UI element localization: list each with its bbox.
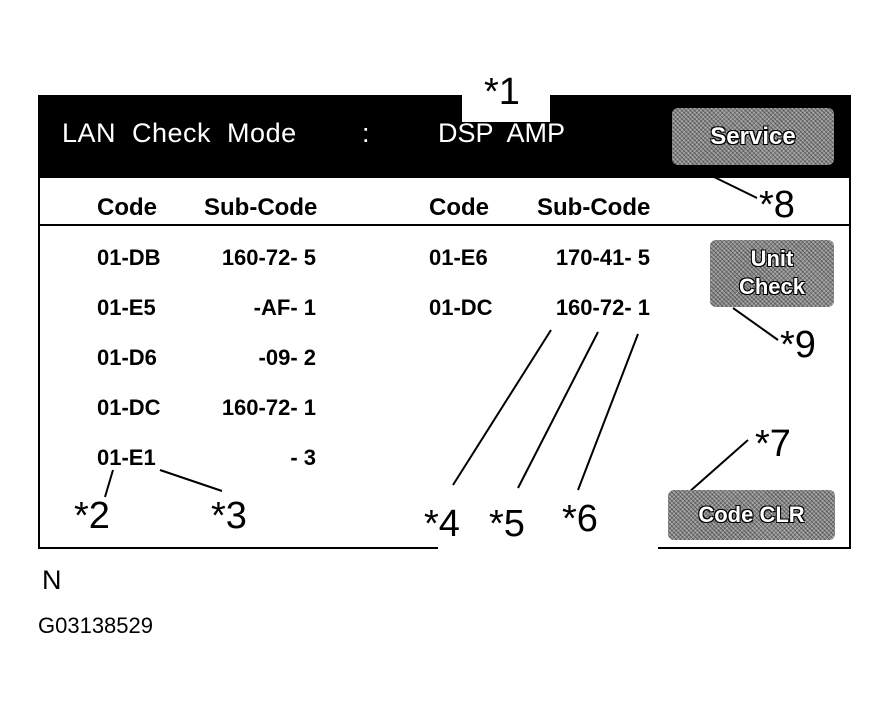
leader-line-4 xyxy=(452,329,552,486)
left-row-3-code: 01-D6 xyxy=(97,345,157,370)
right-code-header: Code xyxy=(429,194,489,221)
callout-9: *9 xyxy=(780,324,816,366)
leader-line-6 xyxy=(577,333,639,491)
callout-1: *1 xyxy=(484,71,520,113)
service-button[interactable]: Service xyxy=(672,108,834,165)
unit-check-label-line-1: Unit xyxy=(750,246,794,271)
right-row-1-code: 01-E6 xyxy=(429,245,488,270)
callout-2: *2 xyxy=(74,495,110,537)
right-row-1-subcode: 170-41- 5 xyxy=(555,245,650,270)
callout-8: *8 xyxy=(759,184,795,226)
left-row-3-subcode: -09- 2 xyxy=(258,345,316,370)
callout-5: *5 xyxy=(489,503,525,545)
right-row-2-code: 01-DC xyxy=(429,295,493,320)
leader-line-2 xyxy=(104,469,114,498)
callout-7: *7 xyxy=(755,423,791,465)
left-row-2-subcode: -AF- 1 xyxy=(253,295,316,320)
left-row-5-subcode: - 3 xyxy=(290,445,316,470)
title-colon: : xyxy=(362,118,370,148)
leader-line-3 xyxy=(159,469,223,492)
callout-notch xyxy=(462,80,550,122)
left-row-2-code: 01-E5 xyxy=(97,295,156,320)
left-row-4-code: 01-DC xyxy=(97,395,161,420)
mode-title: LAN Check Mode xyxy=(62,118,297,148)
unit-check-label-line-2: Check xyxy=(738,274,806,299)
leader-line-5 xyxy=(517,331,599,489)
leader-line-9 xyxy=(732,307,779,341)
unit-name: DSP AMP xyxy=(438,118,566,148)
left-row-5-code: 01-E1 xyxy=(97,445,156,470)
figure-id: G03138529 xyxy=(38,613,153,638)
bottom-border-gap xyxy=(438,546,658,552)
unit-check-button[interactable]: Unit Check xyxy=(710,240,834,307)
right-subcode-header: Sub-Code xyxy=(537,194,651,221)
left-code-header: Code xyxy=(97,194,157,221)
callout-4: *4 xyxy=(424,503,460,545)
leader-line-8 xyxy=(711,175,758,199)
left-row-1-code: 01-DB xyxy=(97,245,161,270)
right-row-2-subcode: 160-72- 1 xyxy=(555,295,650,320)
callout-3: *3 xyxy=(211,495,247,537)
left-row-1-subcode: 160-72- 5 xyxy=(221,245,316,270)
code-clr-button[interactable]: Code CLR xyxy=(668,490,835,540)
leader-line-7 xyxy=(687,439,749,494)
left-row-4-subcode: 160-72- 1 xyxy=(221,395,316,420)
footer-letter: N xyxy=(42,565,62,595)
callout-6: *6 xyxy=(562,498,598,540)
left-subcode-header: Sub-Code xyxy=(204,194,318,221)
